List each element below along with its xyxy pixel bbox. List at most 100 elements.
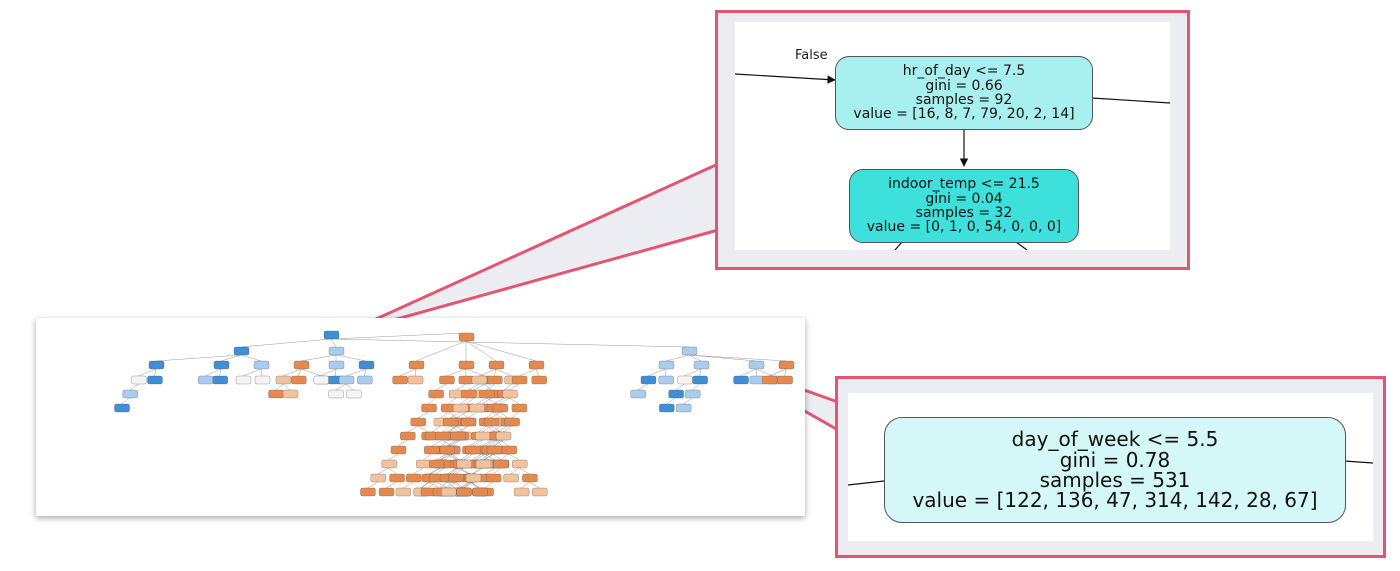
tree-edge [465, 340, 537, 362]
tree-edge [415, 340, 467, 362]
tree-edge [465, 340, 497, 362]
tree-edge [740, 368, 757, 377]
tree-edge [446, 481, 456, 489]
tree-edge [447, 425, 457, 433]
tree-node-thumb [198, 375, 214, 385]
tree-edge [298, 368, 302, 377]
tree-edge [448, 397, 457, 405]
tree-node-thumb [469, 403, 485, 413]
node-line: samples = 531 [1039, 468, 1191, 492]
tree-node-thumb [439, 445, 455, 455]
tree-node-thumb [460, 417, 477, 427]
tree-node-thumb [328, 389, 344, 399]
tree-node-thumb [443, 417, 459, 427]
tree-node-thumb [439, 375, 455, 385]
tree-node-thumb [450, 431, 466, 441]
tree-edge [449, 425, 458, 433]
tree-node-thumb [392, 375, 408, 385]
node-line: gini = 0.04 [925, 190, 1003, 207]
tree-node-thumb [378, 487, 395, 497]
tree-node-thumb [458, 375, 474, 385]
tree-edge [435, 467, 445, 475]
tree-edge [300, 368, 322, 377]
tree-edge [502, 425, 512, 433]
tree-edge [647, 368, 667, 377]
tree-node-thumb [416, 459, 432, 469]
tree-edge [300, 354, 337, 362]
tree-edge [508, 453, 520, 461]
tree-edge [499, 397, 510, 405]
tree-node-thumb [253, 360, 270, 370]
tree-edge [474, 383, 485, 391]
tree-edge [755, 368, 774, 377]
tree-edge [155, 354, 242, 362]
tree-edge [282, 368, 302, 377]
tree-node-thumb [504, 417, 520, 427]
tree-edge [509, 383, 520, 391]
tree-node-thumb [512, 459, 528, 469]
tree-node-thumb [511, 375, 528, 385]
tree-edge [637, 383, 649, 391]
tree-edge [138, 368, 157, 377]
tree-node-thumb [475, 431, 491, 441]
tree-edge [478, 425, 487, 433]
tree-node-thumb [395, 487, 411, 497]
callout-wedge-top [341, 162, 720, 336]
tree-edge [455, 467, 464, 475]
edge-left [848, 480, 885, 486]
tree-node-thumb [677, 375, 693, 385]
tree-edge [428, 397, 436, 405]
tree-edge [476, 397, 487, 405]
tree-edge [458, 467, 470, 475]
tree-node-thumb [465, 473, 482, 483]
tree-edge [493, 397, 505, 405]
tree-node-thumb [407, 375, 424, 385]
tree-node-thumb [389, 473, 405, 483]
zoom-bottom-edges [848, 460, 1373, 486]
tree-edge [330, 332, 467, 340]
tree-edge [407, 425, 418, 433]
tree-node-thumb [692, 375, 708, 385]
tree-node-thumb [235, 375, 252, 385]
tree-edge [688, 354, 702, 362]
tree-edge [495, 439, 503, 447]
tree-node-thumb [659, 403, 675, 413]
tree-edge [675, 383, 685, 391]
tree-node-thumb [748, 360, 765, 370]
tree-edge [377, 467, 389, 475]
tree-node-thumb [313, 375, 329, 385]
tree-edge [488, 439, 498, 447]
tree-edge [436, 453, 447, 461]
tree-edge [240, 338, 332, 348]
tree-edge [484, 453, 496, 461]
tree-edge [485, 467, 496, 475]
tree-node-thumb [471, 375, 488, 385]
tree-edge [683, 397, 693, 405]
tree-edge [478, 368, 497, 377]
tree-node-thumb [777, 375, 793, 385]
tree-edge [459, 467, 471, 475]
tree-node-thumb [761, 375, 778, 385]
tree-edge [260, 368, 263, 377]
tree-edge [509, 397, 520, 405]
tree-edge [441, 439, 450, 447]
tree-node-thumb [233, 346, 250, 356]
tree-node-thumb [733, 375, 749, 385]
tree-node-thumb [630, 389, 646, 399]
tree-edge [448, 481, 456, 489]
tree-node-thumb [293, 360, 310, 370]
outgoing-edge-right [1091, 97, 1170, 104]
tree-edge [367, 481, 378, 489]
tree-edge [388, 467, 397, 475]
tree-node-thumb [528, 360, 545, 370]
tree-edge [388, 453, 399, 461]
tree-edge [320, 368, 337, 377]
tree-edge [472, 439, 483, 447]
tree-node-thumb [441, 487, 457, 497]
tree-node-thumb [254, 375, 271, 385]
tree-node-thumb [513, 487, 530, 497]
tree-edge [692, 383, 700, 391]
tree-edge [471, 467, 482, 475]
tree-edge [493, 439, 504, 447]
tree-edge [459, 397, 469, 405]
